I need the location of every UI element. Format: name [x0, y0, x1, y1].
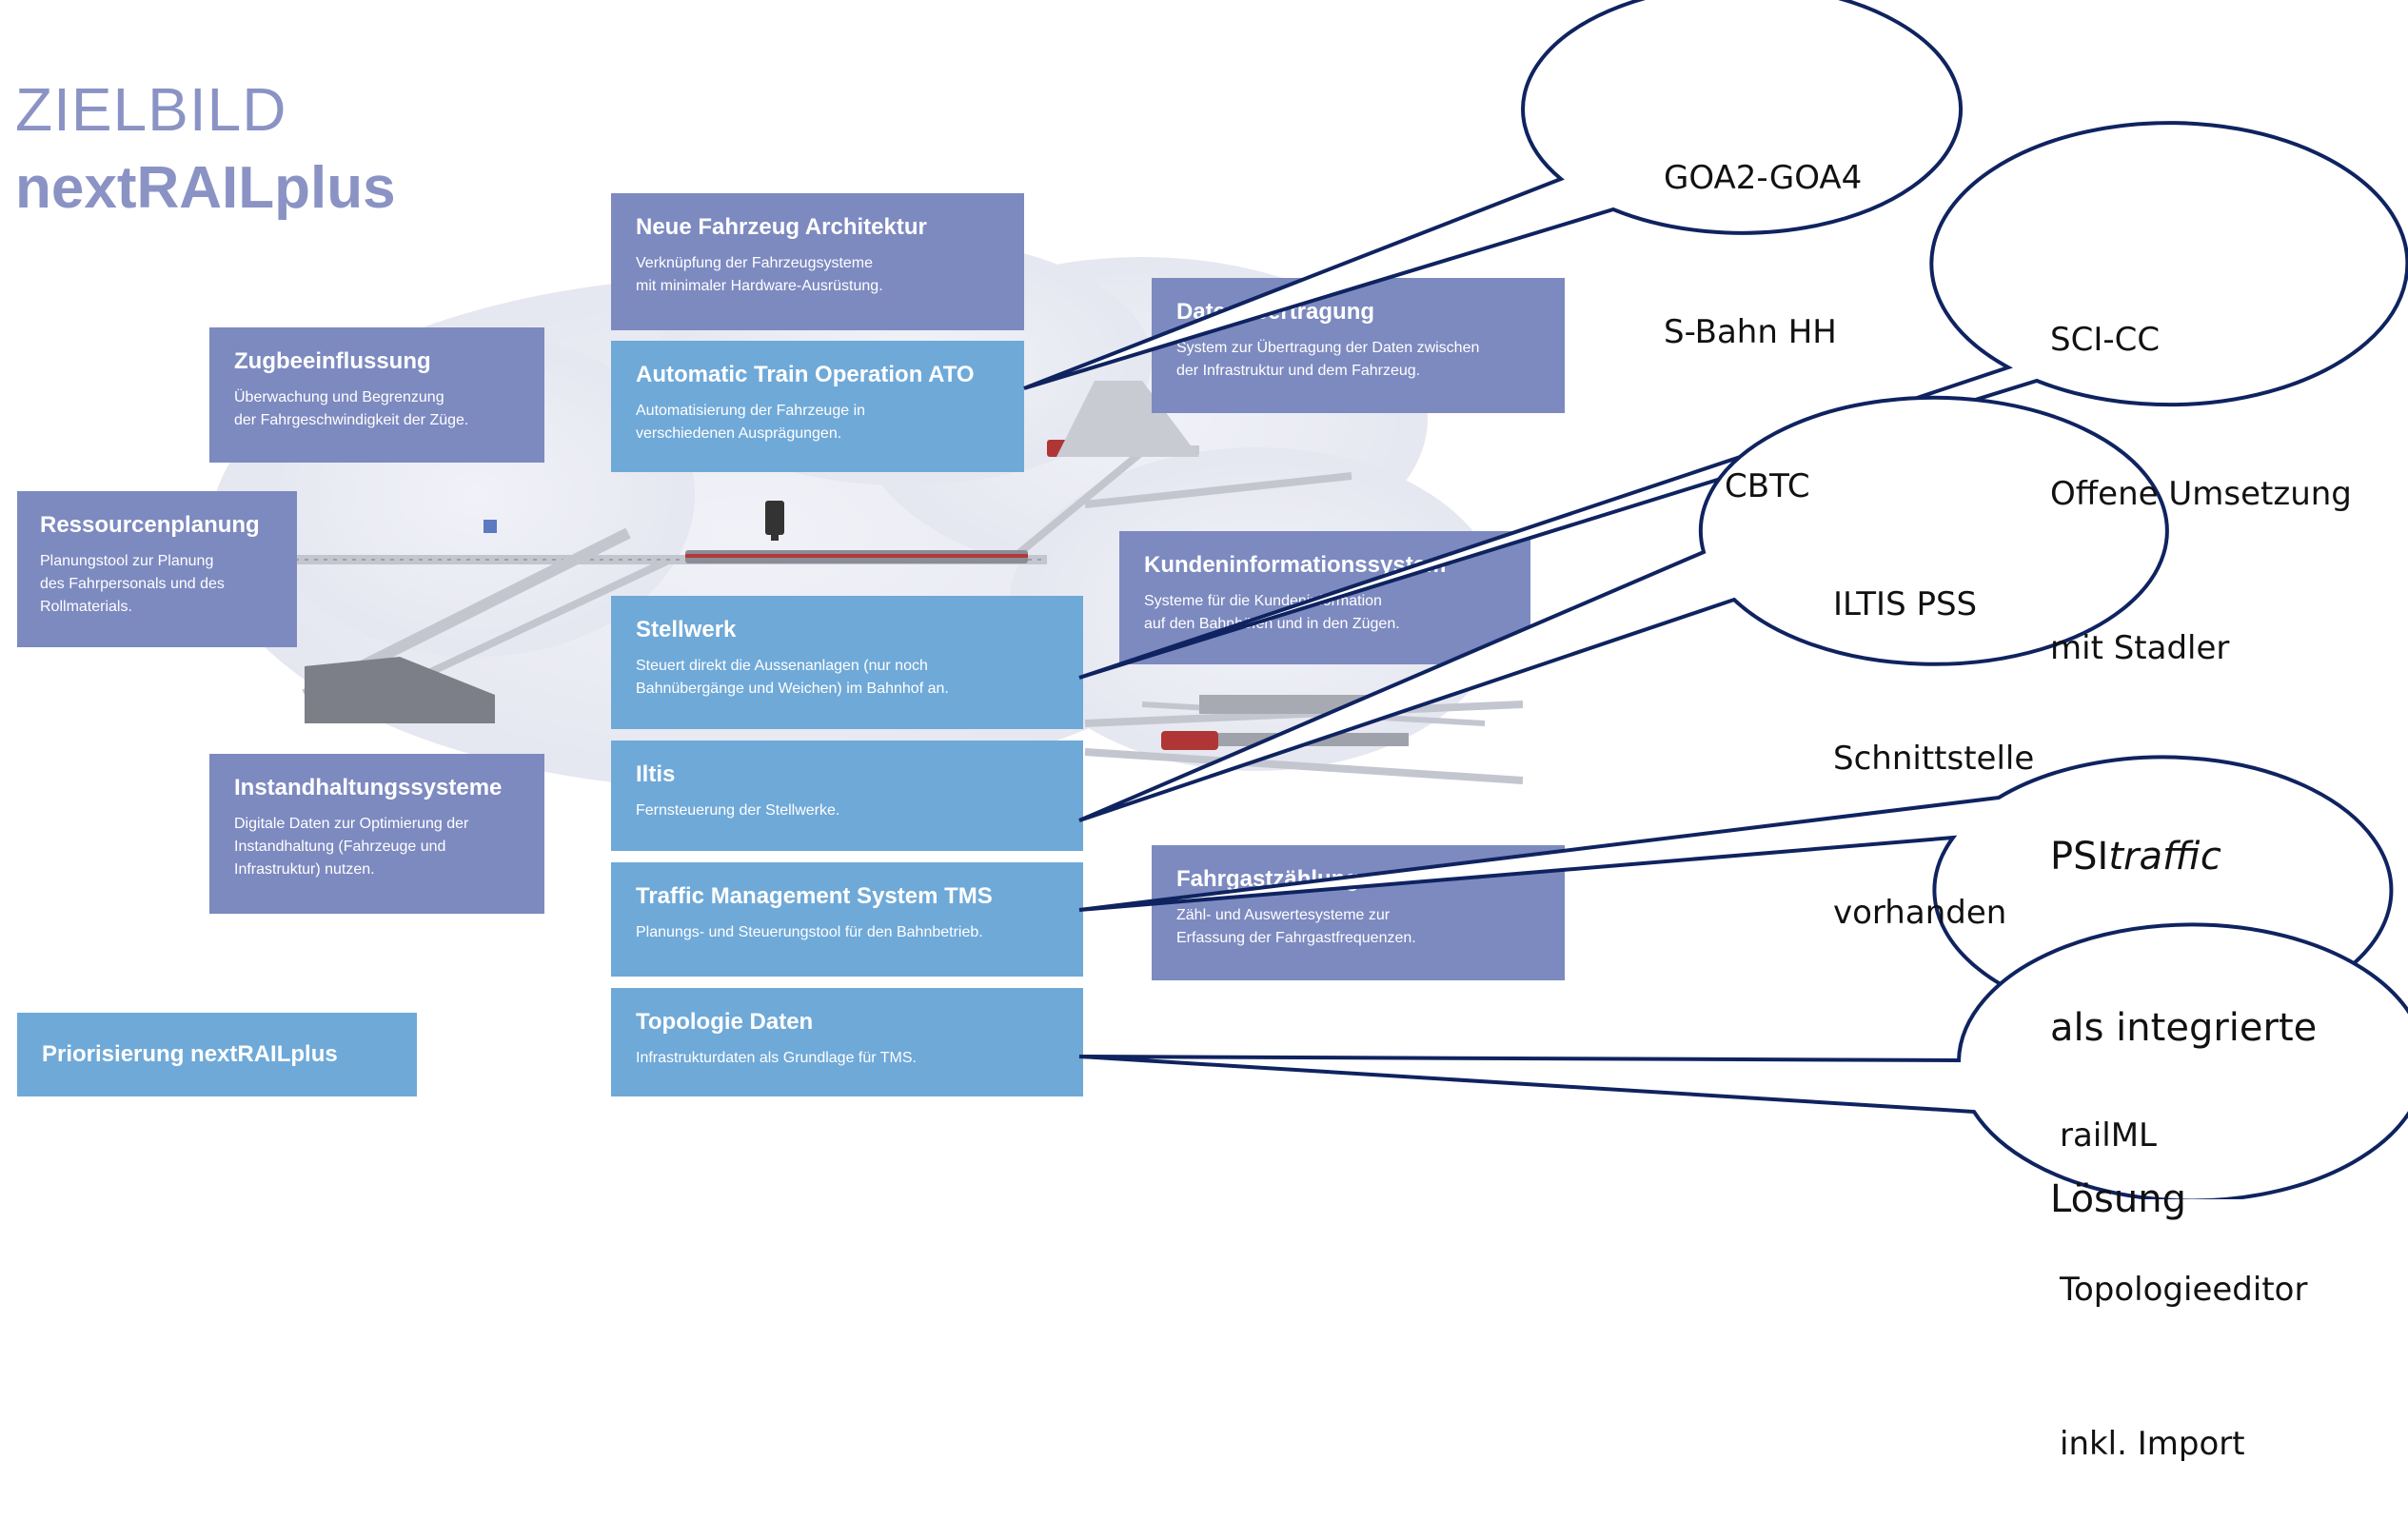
callout-railml-line2: Topologieeditor [2060, 1271, 2308, 1309]
instandhaltung-title: Instandhaltungssysteme [234, 775, 503, 800]
callout-sci-shape [1078, 121, 2408, 680]
callout-sci-line3: mit Stadler [2050, 629, 2230, 667]
iltis-box: Iltis Fernsteuerung der Stellwerke. [611, 741, 1083, 851]
priorisierung-title: Priorisierung nextRAILplus [42, 1041, 338, 1067]
fahrgastzaehlung-desc1: Zähl- und Auswertesysteme zur [1176, 907, 1391, 923]
page-title-line1: ZIELBILD [15, 75, 287, 144]
tms-desc1: Planungs- und Steuerungstool für den Bah… [636, 924, 983, 940]
ato-desc2: verschiedenen Ausprägungen. [636, 425, 842, 442]
station-buildings [305, 381, 1199, 723]
page-title-line2: nextRAILplus [15, 155, 396, 221]
ato-box: Automatic Train Operation ATO Automatisi… [611, 341, 1024, 472]
ressourcenplanung-desc2: des Fahrpersonals und des [40, 576, 225, 592]
instandhaltung-desc2: Instandhaltung (Fahrzeuge und [234, 839, 446, 855]
ressourcenplanung-box: Ressourcenplanung Planungstool zur Planu… [17, 491, 297, 647]
callout-goa-text: GOA2-GOA4 S-Bahn HH CBTC [1664, 49, 1862, 563]
instandhaltung-desc3: Infrastruktur) nutzen. [234, 861, 375, 878]
instandhaltung-desc1: Digitale Daten zur Optimierung der [234, 816, 469, 832]
callout-psi-line2: als integrierte [2050, 1006, 2318, 1050]
callout-iltis-line2: Schnittstelle [1833, 740, 2035, 778]
zugbeeinflussung-desc1: Überwachung und Begrenzung [234, 389, 444, 405]
fahrgastzaehlung-desc2: Erfassung der Fahrgastfrequenzen. [1176, 930, 1416, 946]
stellwerk-title: Stellwerk [636, 617, 737, 642]
callout-sci-line1: SCI-CC [2050, 321, 2161, 359]
ressourcenplanung-title: Ressourcenplanung [40, 512, 260, 538]
ato-title: Automatic Train Operation ATO [636, 362, 975, 387]
callout-psi-line1-psi: PSI [2050, 835, 2109, 879]
callout-goa-line2: S-Bahn HH [1664, 313, 1837, 351]
stellwerk-box: Stellwerk Steuert direkt die Aussenanlag… [611, 596, 1083, 729]
callout-goa-shape [1023, 0, 1963, 390]
callout-railml-text: railML Topologieeditor inkl. Import [2060, 1007, 2307, 1521]
callout-iltis-line1: ILTIS PSS [1833, 585, 1978, 623]
iltis-title: Iltis [636, 761, 676, 787]
callout-railml-shape [1078, 922, 2408, 1199]
neue-fahrzeug-desc1: Verknüpfung der Fahrzeugsysteme [636, 255, 874, 271]
instandhaltung-box: Instandhaltungssysteme Digitale Daten zu… [209, 754, 544, 914]
callout-psi-line1: PSItraffic [2050, 828, 2317, 885]
stellwerk-desc1: Steuert direkt die Aussenanlagen (nur no… [636, 658, 928, 674]
callout-sci-text: SCI-CC Offene Umsetzung mit Stadler [2050, 211, 2352, 725]
zugbeeinflussung-desc2: der Fahrgeschwindigkeit der Züge. [234, 412, 469, 428]
iltis-desc1: Fernsteuerung der Stellwerke. [636, 802, 840, 819]
callout-railml-line3: inkl. Import [2060, 1425, 2245, 1463]
zugbeeinflussung-box: Zugbeeinflussung Überwachung und Begrenz… [209, 327, 544, 463]
neue-fahrzeug-title: Neue Fahrzeug Architektur [636, 214, 927, 240]
neue-fahrzeug-desc2: mit minimaler Hardware-Ausrüstung. [636, 278, 883, 294]
topologie-desc1: Infrastrukturdaten als Grundlage für TMS… [636, 1050, 917, 1066]
topologie-box: Topologie Daten Infrastrukturdaten als G… [611, 988, 1083, 1096]
callout-goa-line1: GOA2-GOA4 [1664, 159, 1863, 197]
tms-box: Traffic Management System TMS Planungs- … [611, 862, 1083, 977]
neue-fahrzeug-box: Neue Fahrzeug Architektur Verknüpfung de… [611, 193, 1024, 330]
callout-goa-line3: CBTC [1725, 467, 1810, 505]
zugbeeinflussung-title: Zugbeeinflussung [234, 348, 431, 374]
callout-sci-line2: Offene Umsetzung [2050, 475, 2352, 513]
datenuebertragung-box: Datenübertragung System zur Übertragung … [1152, 278, 1565, 413]
topologie-title: Topologie Daten [636, 1009, 814, 1035]
kundeninformation-desc2: auf den Bahnhöfen und in den Zügen. [1144, 616, 1400, 632]
ato-desc1: Automatisierung der Fahrzeuge in [636, 403, 866, 419]
callout-psi-line1-traffic: traffic [2108, 835, 2221, 879]
tms-title: Traffic Management System TMS [636, 883, 993, 909]
priorisierung-box: Priorisierung nextRAILplus [17, 1013, 417, 1096]
callout-iltis-shape [1078, 395, 2169, 822]
datenuebertragung-desc1: System zur Übertragung der Daten zwische… [1176, 340, 1480, 356]
ressourcenplanung-desc1: Planungstool zur Planung [40, 553, 214, 569]
callout-railml-line1: railML [2060, 1116, 2157, 1155]
ressourcenplanung-desc3: Rollmaterials. [40, 599, 132, 615]
callout-iltis-text: ILTIS PSS Schnittstelle vorhanden [1833, 476, 2034, 990]
callout-layer [1023, 0, 2408, 1199]
stellwerk-desc2: Bahnübergänge und Weichen) im Bahnhof an… [636, 681, 949, 697]
callout-iltis-line3: vorhanden [1833, 894, 2007, 932]
datenuebertragung-desc2: der Infrastruktur und dem Fahrzeug. [1176, 363, 1421, 379]
